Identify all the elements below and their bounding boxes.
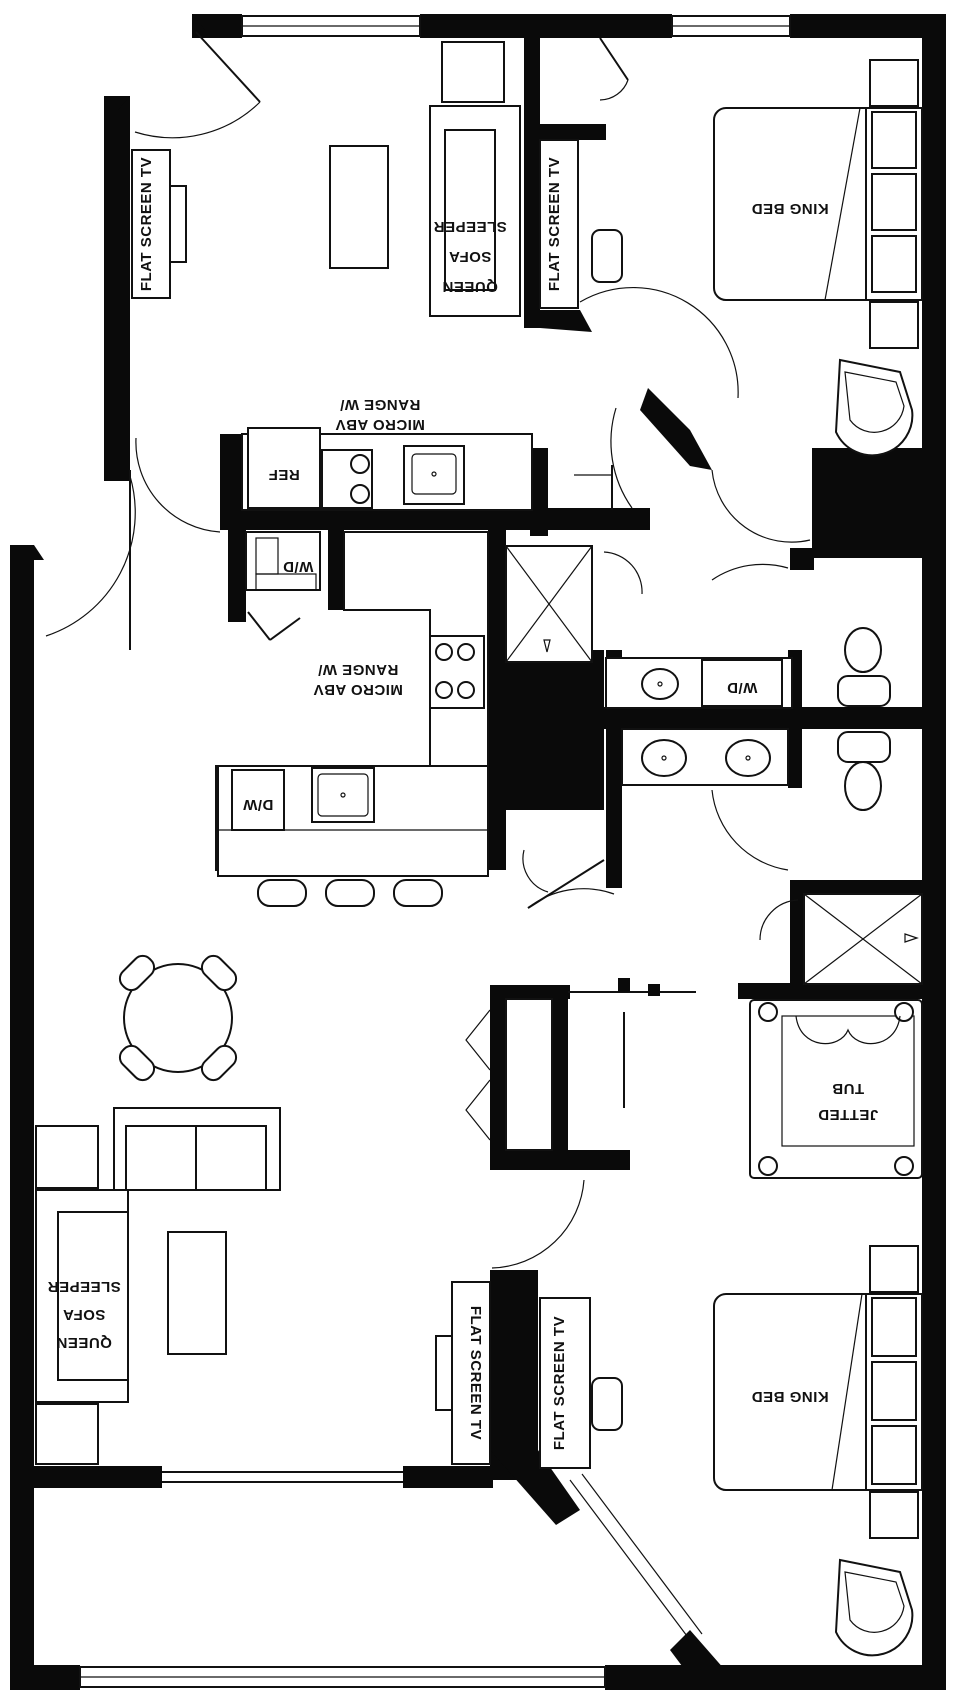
bedroom-1: FLAT SCREEN TV KING BED: [539, 59, 923, 457]
dw-label: D/W: [242, 796, 273, 813]
king-bed-label-2: KING BED: [751, 1388, 828, 1405]
coffee-table-top: [329, 145, 389, 269]
dining-area: [118, 954, 238, 1082]
dining-chair-2: [200, 954, 238, 992]
dining-chair-3: [118, 1044, 156, 1082]
sofa-label-top-line1: SLEEPER: [433, 218, 507, 235]
tv-label-bed1: FLAT SCREEN TV: [546, 157, 563, 291]
entry-door: [134, 31, 261, 139]
tv-stand-living-bottom: [451, 1281, 491, 1465]
tv-label-top-left: FLAT SCREEN TV: [138, 157, 155, 291]
washer-dryer-kitchen: [245, 531, 321, 591]
cooktop-top: [321, 449, 373, 509]
dining-chair-1: [118, 954, 156, 992]
nightstand-bed2-b: [869, 1491, 919, 1539]
armchair-bed1: [834, 358, 914, 457]
sofa-label-bottom-line2: SOFA: [63, 1306, 106, 1323]
windows: [79, 15, 791, 1688]
nightstand-bed1-b: [869, 301, 919, 349]
living-area-top: FLAT SCREEN TV SLEEPER SOFA QUEEN: [131, 41, 521, 317]
toilet-1: [844, 627, 882, 673]
wd-label-bath: W/D: [727, 679, 758, 696]
range-label-line2: MICRO ABV: [313, 681, 403, 698]
sofa-label-top-line3: QUEEN: [442, 278, 498, 295]
coffee-table-bottom: [167, 1231, 227, 1355]
toilet-2: [837, 731, 891, 763]
bedroom-2: FLAT SCREEN TV KING BED: [539, 1245, 923, 1657]
tv-stand-top-left: [131, 149, 171, 299]
wd-label-kitchen: W/D: [283, 558, 314, 575]
bathrooms: W/D TUB JETTED: [505, 545, 923, 1179]
armchair-bed2: [834, 1558, 914, 1657]
end-table-bottom-1: [35, 1125, 99, 1189]
end-table-bottom-2: [35, 1403, 99, 1465]
end-table-top: [441, 41, 505, 103]
stool-3: [393, 879, 443, 907]
tv-label-bed2: FLAT SCREEN TV: [551, 1316, 568, 1450]
dishwasher: [231, 769, 285, 831]
living-area-bottom: SLEEPER SOFA QUEEN FLAT SCREEN TV: [35, 1107, 491, 1465]
nightstand-bed2-a: [869, 1245, 919, 1293]
range-label-top-line2: MICRO ABV: [335, 416, 425, 433]
dining-table: [123, 963, 233, 1073]
sofa-label-top-line2: SOFA: [449, 248, 492, 265]
vanity-2: [621, 728, 789, 786]
hall-closet: [505, 978, 696, 1151]
desk-chair-bed2: [591, 1377, 623, 1431]
tv-stand-bed1: [539, 139, 579, 309]
nightstand-bed1-a: [869, 59, 919, 107]
jetted-tub: [749, 999, 923, 1179]
stool-1: [257, 879, 307, 907]
sofa-label-bottom-line1: SLEEPER: [47, 1278, 121, 1295]
exterior-walls: [10, 14, 946, 1690]
king-bed-label-1: KING BED: [751, 200, 828, 217]
dining-chair-4: [200, 1044, 238, 1082]
interior-walls: [34, 36, 922, 1690]
kitchen: REF W/D REF RANGE W/ MICRO ABV RANGE W/ …: [215, 396, 533, 907]
ref-label-top: REF: [268, 466, 300, 483]
stool-2: [325, 879, 375, 907]
desk-chair-bed1: [591, 229, 623, 283]
doors: [45, 37, 811, 1269]
washer-dryer-bath: [701, 659, 783, 707]
tub-label-line2: JETTED: [818, 1106, 879, 1123]
island-sink: [311, 767, 375, 823]
tv-stand-bed2: [539, 1297, 591, 1469]
sofa-label-bottom-line3: QUEEN: [56, 1334, 112, 1351]
tv-label-living-bottom: FLAT SCREEN TV: [467, 1306, 484, 1440]
tub-label-line1: TUB: [832, 1080, 864, 1097]
range-label-top-line1: RANGE W/: [339, 396, 420, 413]
range-label-line1: RANGE W/: [317, 661, 398, 678]
refrigerator-top: [247, 427, 321, 509]
